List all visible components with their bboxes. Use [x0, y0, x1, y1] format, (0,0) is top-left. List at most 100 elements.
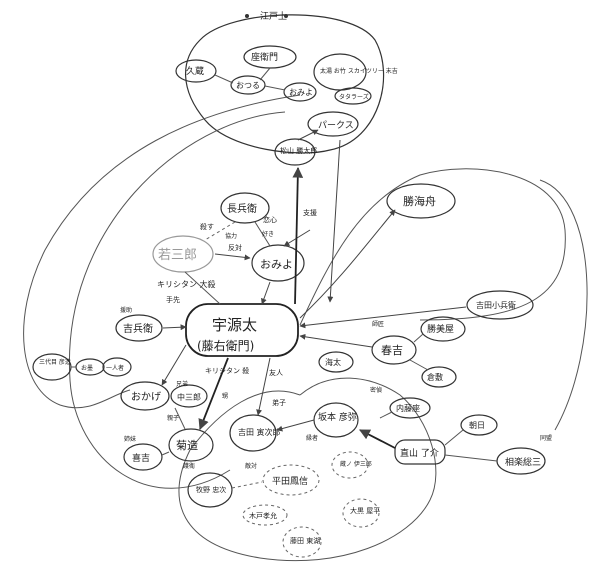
node-fujita: 藤田 東湖 [290, 536, 320, 545]
edge-affection: 好き [262, 230, 274, 238]
edge-kirishitan: キリシタン 大殺 [157, 279, 216, 289]
sagara-loop [539, 179, 588, 431]
node-otsuru: おつる [236, 81, 260, 90]
node-otsuru-shape [230, 75, 266, 95]
node-makimura: 牧野 忠次 [196, 485, 226, 494]
node-kanda: 太湯 お竹 スカイツリー 末吉 [320, 67, 398, 75]
top-group-boundary [185, 14, 385, 154]
node-tsubasa: 吉田小兵衛 [476, 300, 516, 310]
node-kiyoshi-shape [115, 314, 163, 342]
node-hiraga: 平田鳳信 [272, 475, 308, 487]
edge-kill: 殺す [200, 222, 214, 231]
outer-loop-far-left [68, 111, 286, 489]
edge-love: 恋心 [263, 215, 277, 224]
node-kaita: 海太 [325, 357, 341, 367]
node-kiyoshi: 吉兵衛 [123, 322, 153, 335]
outer-loop-left [23, 94, 301, 409]
center-main: 宇源太 [212, 316, 257, 334]
node-kanfuku: 倉敷 [427, 372, 443, 382]
node-sanpeiji: 三代目 彦造 [39, 358, 71, 366]
edge-student: 弟子 [272, 398, 286, 407]
node-kuzumi-shape [175, 59, 217, 83]
node-tatara-shape [334, 87, 372, 105]
node-wakasaburo-shape [152, 235, 214, 273]
node-ozumi: お墨 [81, 365, 93, 372]
node-matsuyama: 松山 勝太郎 [280, 146, 317, 155]
node-omiyo: おみよ [260, 258, 293, 271]
node-pax-shape [307, 111, 359, 137]
node-naito: 内藤座 [396, 403, 420, 413]
edge-ally: 同盟 [540, 435, 552, 442]
node-hitori: 一人者 [106, 365, 124, 372]
node-yoshida: 吉田 寅次郎 [238, 427, 281, 437]
node-katsumi: 勝美屋 [427, 323, 454, 335]
diagram-title: 江戸上 [260, 11, 287, 22]
node-kanfuku-shape [421, 366, 457, 388]
node-sanpeiji-shape [32, 353, 72, 381]
node-yoshida-shape [229, 414, 277, 452]
edge-relative: 縁者 [306, 434, 318, 442]
node-zaemon: 座衛門 [251, 51, 278, 63]
outer-loop-right [299, 168, 566, 326]
node-hiraga-shape [262, 464, 320, 496]
node-kaishu: 勝海舟 [403, 194, 436, 208]
node-makimura-shape [187, 472, 233, 508]
node-omiyo-top: おみよ [289, 88, 313, 97]
node-kuzumi: 久蔵 [186, 65, 204, 77]
edge-spy: 密偵 [370, 386, 382, 394]
node-kiyoji: 中三郎 [177, 392, 201, 402]
edge-teacher: 師匠 [372, 320, 384, 328]
node-kichi: 喜吉 [132, 452, 150, 464]
edge-friend: 友人 [269, 368, 283, 377]
node-wakasaburo: 若三郎 [158, 247, 197, 263]
node-omiyo-shape [251, 244, 305, 282]
node-asahi-shape [460, 414, 498, 436]
node-daikoku: 大黒 屋平 [350, 506, 380, 515]
node-okake: おかげ [131, 391, 161, 403]
node-sagara: 相楽総三 [505, 456, 541, 468]
node-choubee: 長兵衛 [227, 202, 257, 215]
node-kichi-shape [123, 443, 163, 471]
node-kimura: 木戸孝允 [249, 511, 277, 520]
outer-loop-bottom [178, 377, 437, 562]
edge-parent: 親子 [167, 414, 179, 422]
edge-rival: 反対 [228, 243, 242, 252]
node-kiyoji-shape [170, 384, 208, 408]
node-kaishu-shape [386, 183, 456, 219]
node-matsuyama-shape [274, 138, 316, 166]
edge-nephew: 甥 [222, 392, 228, 400]
node-katsura-shape [331, 451, 369, 479]
title-dot-right [284, 14, 288, 18]
edge-brothers: 兄弟 [176, 380, 188, 388]
node-omiyo-top-shape [283, 82, 317, 102]
edge-supporter: 支援 [303, 208, 317, 217]
node-shinzan-shape [394, 439, 446, 465]
node-asahi: 朝日 [469, 421, 485, 430]
node-kaita-shape [318, 351, 354, 373]
node-kikuzo-shape [168, 428, 214, 462]
node-sakamoto: 坂本 彦弥 [318, 411, 357, 423]
edge-agent: 手先 [166, 295, 180, 304]
node-kimura-shape [242, 504, 288, 526]
node-tsubasa-shape [466, 290, 534, 320]
node-tatara: タタラーズ [339, 93, 369, 101]
node-katsura: 蔵ノ 伊三郎 [340, 460, 372, 468]
node-katsumi-shape [420, 316, 466, 342]
node-shinzan: 直山 了介 [400, 447, 439, 459]
node-pax: パークス [318, 120, 354, 131]
node-choubee-shape [220, 192, 270, 224]
node-naito-shape [389, 397, 431, 419]
edge-sibling: 姉妹 [124, 435, 136, 443]
node-daikoku-shape [342, 498, 380, 528]
node-harumachi: 春吉 [381, 344, 403, 357]
node-harumachi-shape [371, 335, 417, 365]
edge-kirishitan2: キリシタン 殺 [205, 366, 249, 375]
edge-help: 援助 [120, 306, 132, 314]
edge-assist: 協力 [225, 232, 237, 240]
node-fujita-shape [282, 526, 322, 558]
edge-enemy: 敵対 [245, 462, 257, 470]
node-kikuzo: 菊造 [176, 438, 198, 452]
node-okake-shape [120, 381, 170, 411]
title-dot-left [245, 14, 249, 18]
